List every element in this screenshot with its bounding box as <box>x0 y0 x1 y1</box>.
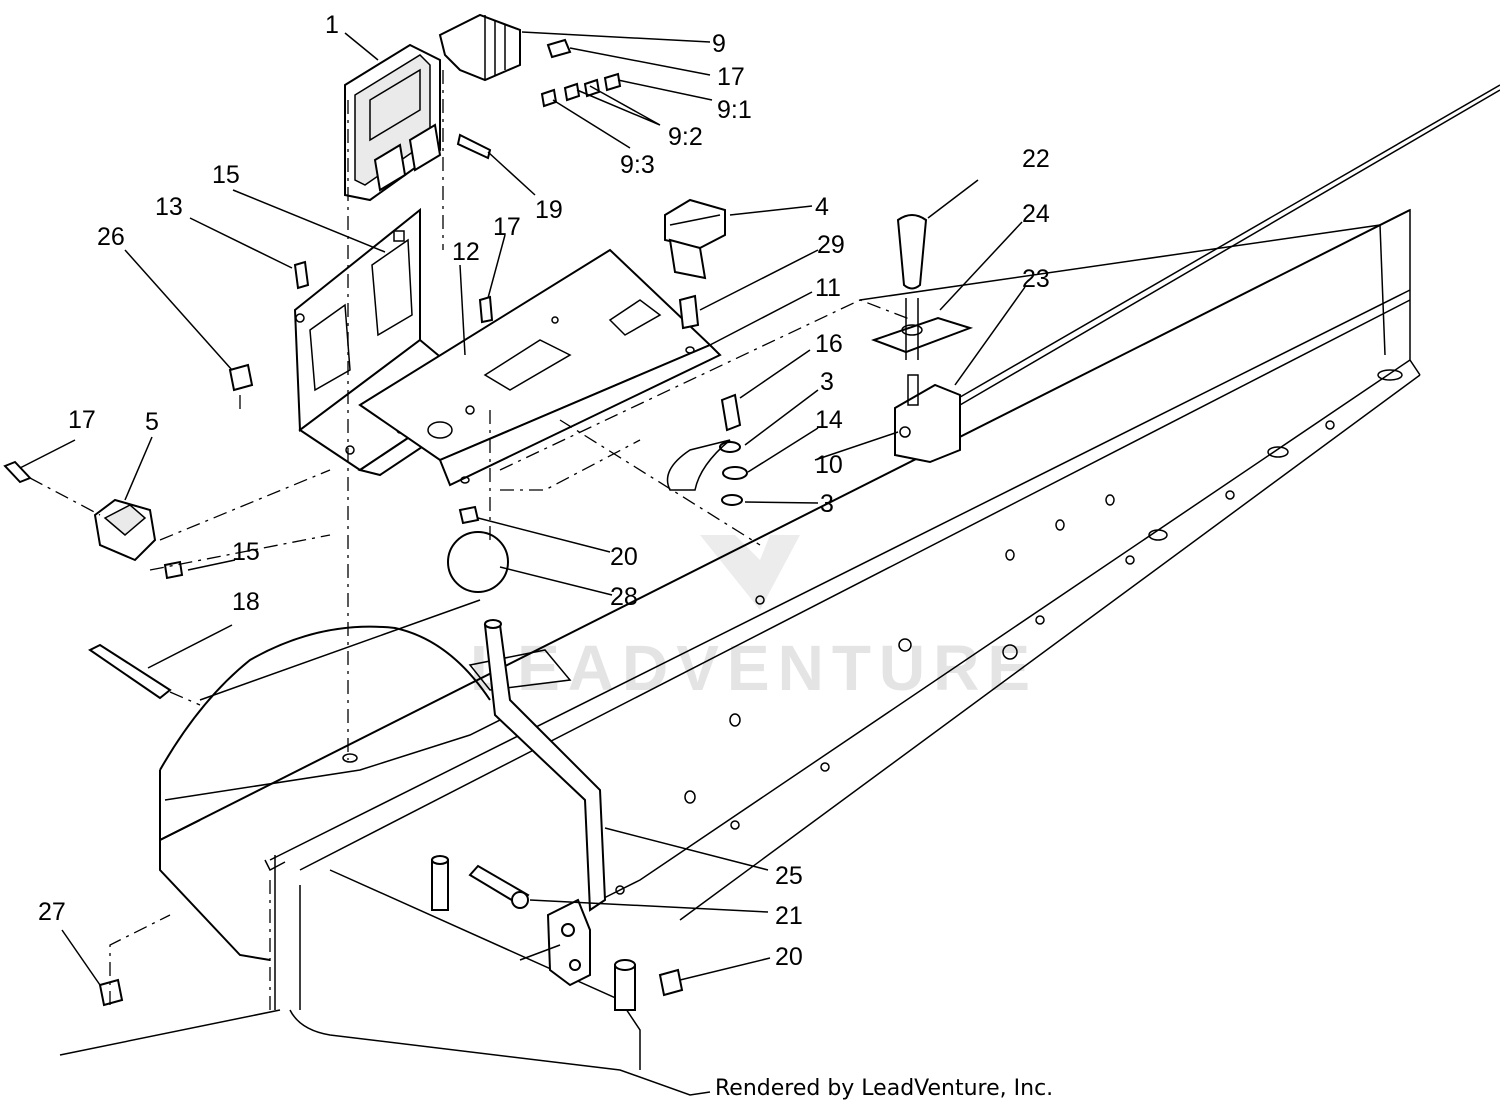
phantom-lines <box>29 70 913 1010</box>
callout-27: 27 <box>38 898 66 926</box>
callout-9: 9 <box>712 30 726 58</box>
callout-23: 23 <box>1022 265 1050 293</box>
relay-4 <box>664 198 726 280</box>
callout-19: 19 <box>535 196 563 224</box>
switch-5 <box>93 498 157 562</box>
credit-text: Rendered by LeadVenture, Inc. <box>715 1076 1053 1101</box>
callout-5: 5 <box>145 408 159 436</box>
callout-15-b: 15 <box>232 538 260 566</box>
callout-24: 24 <box>1022 200 1050 228</box>
callout-22: 22 <box>1022 145 1050 173</box>
callout-9-1: 9:1 <box>717 96 752 124</box>
knob-28 <box>447 531 509 593</box>
callout-9-2: 9:2 <box>668 123 703 151</box>
callout-11: 11 <box>815 274 841 302</box>
callout-20: 20 <box>610 543 638 571</box>
frame-rail <box>59 84 1500 1096</box>
callout-10: 10 <box>815 451 843 479</box>
callout-3-b: 3 <box>820 490 834 518</box>
watermark: LEADVENTURE <box>470 535 1038 704</box>
callout-21: 21 <box>775 902 803 930</box>
lever-assembly <box>431 619 636 1011</box>
callout-9-3: 9:3 <box>620 151 655 179</box>
callout-28: 28 <box>610 583 638 611</box>
callout-13: 13 <box>155 193 183 221</box>
callout-17-b: 17 <box>493 213 521 241</box>
hardware <box>3 133 700 1007</box>
callout-25: 25 <box>775 862 803 890</box>
callout-3: 3 <box>820 368 834 396</box>
callout-labels: 1 9 17 9:1 9:2 9:3 19 15 13 26 12 17 4 2… <box>38 11 1050 971</box>
leader-lines <box>19 31 1026 986</box>
controller-module <box>344 43 442 202</box>
callout-4: 4 <box>815 193 829 221</box>
callout-17-c: 17 <box>68 406 96 434</box>
watermark-text: LEADVENTURE <box>470 632 1038 704</box>
callout-18: 18 <box>232 588 260 616</box>
callout-26: 26 <box>97 223 125 251</box>
callout-14: 14 <box>815 406 843 434</box>
callout-12: 12 <box>452 238 480 266</box>
connector-9 <box>438 13 622 108</box>
callout-16: 16 <box>815 330 843 358</box>
callout-29: 29 <box>817 231 845 259</box>
callout-1: 1 <box>325 11 339 39</box>
tank-cover <box>159 599 572 1010</box>
shift-assembly <box>871 214 974 464</box>
callout-17: 17 <box>717 63 745 91</box>
callout-15: 15 <box>212 161 240 189</box>
callout-20-b: 20 <box>775 943 803 971</box>
washers-and-spring <box>666 393 748 506</box>
